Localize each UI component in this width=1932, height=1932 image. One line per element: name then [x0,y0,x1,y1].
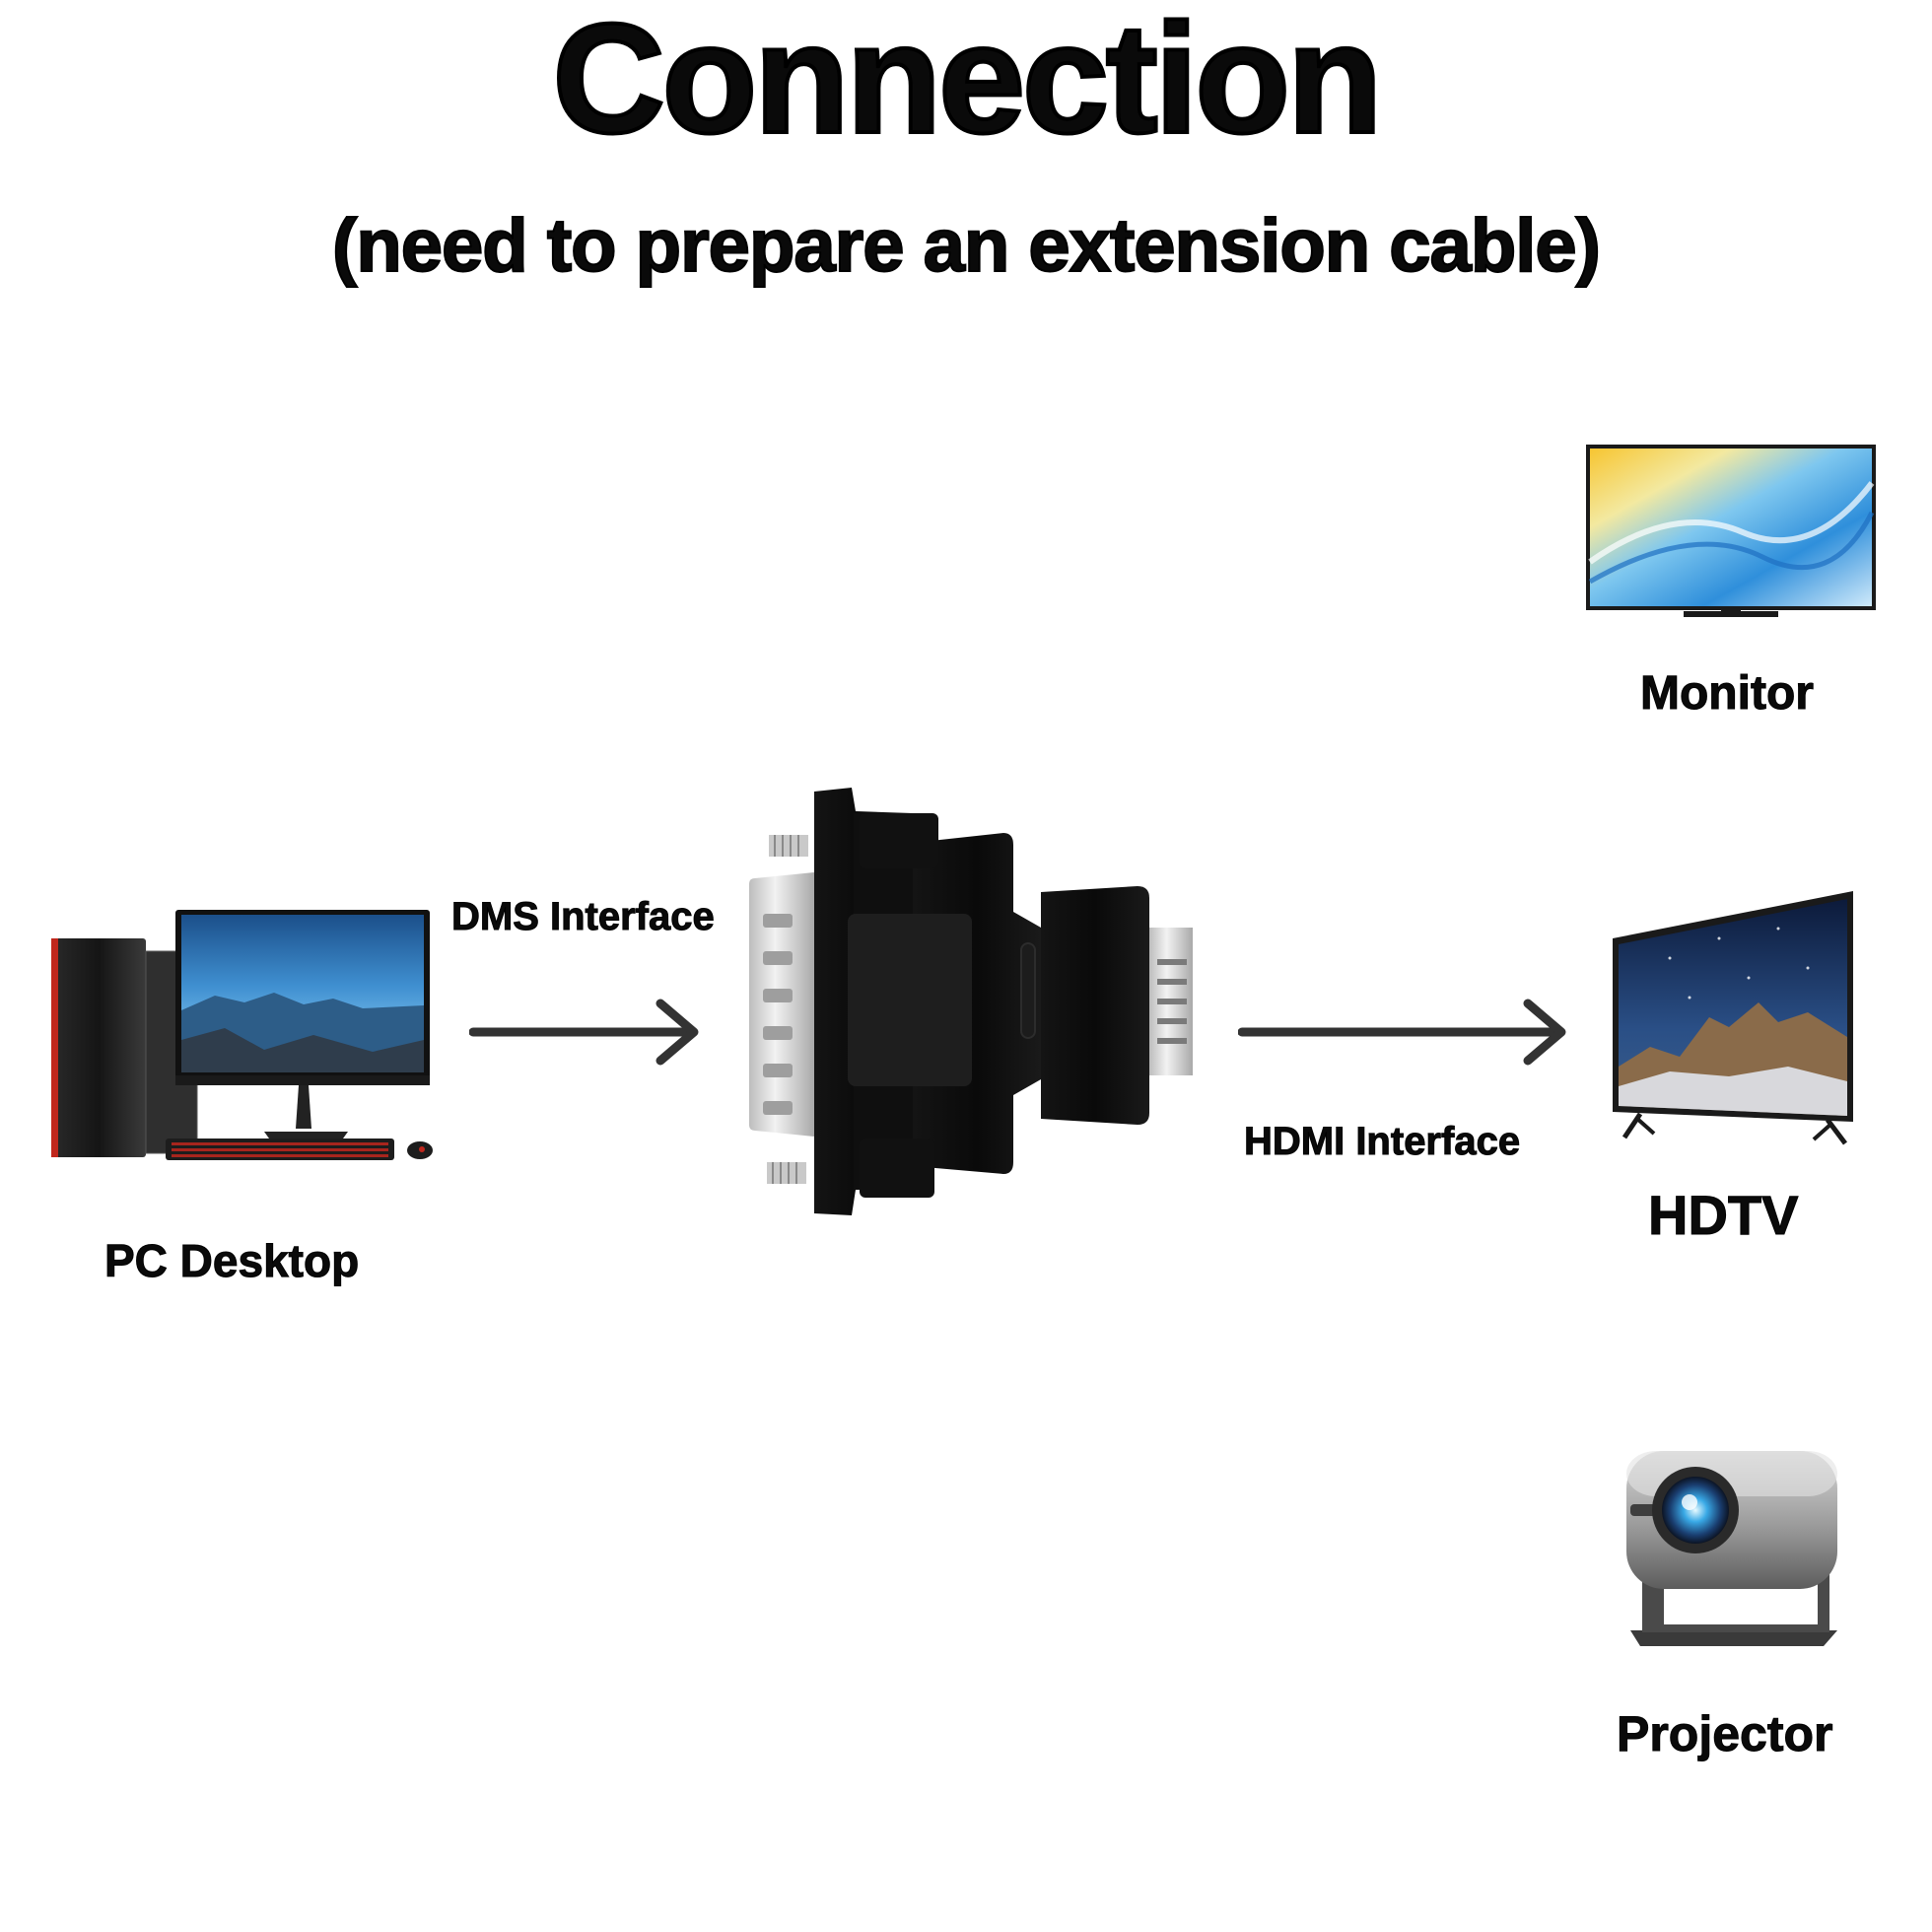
pc-desktop-label: PC Desktop [104,1235,360,1287]
page-title: Connection [551,0,1385,166]
page-subtitle: (need to prepare an extension cable) [331,203,1602,289]
projector-icon [1621,1443,1847,1648]
hdtv-label: HDTV [1647,1184,1799,1247]
hdmi-interface-label: HDMI Interface [1243,1120,1521,1164]
monitor-icon [1585,444,1877,625]
pc-desktop-icon [47,902,442,1173]
dvi-to-hdmi-adapter-icon [745,784,1199,1222]
projector-label: Projector [1617,1706,1834,1762]
arrow-right-icon [469,998,706,1067]
monitor-label: Monitor [1640,667,1815,721]
hdtv-icon [1611,889,1857,1147]
arrow-right-icon [1238,998,1573,1067]
dms-interface-label: DMS Interface [451,895,716,939]
